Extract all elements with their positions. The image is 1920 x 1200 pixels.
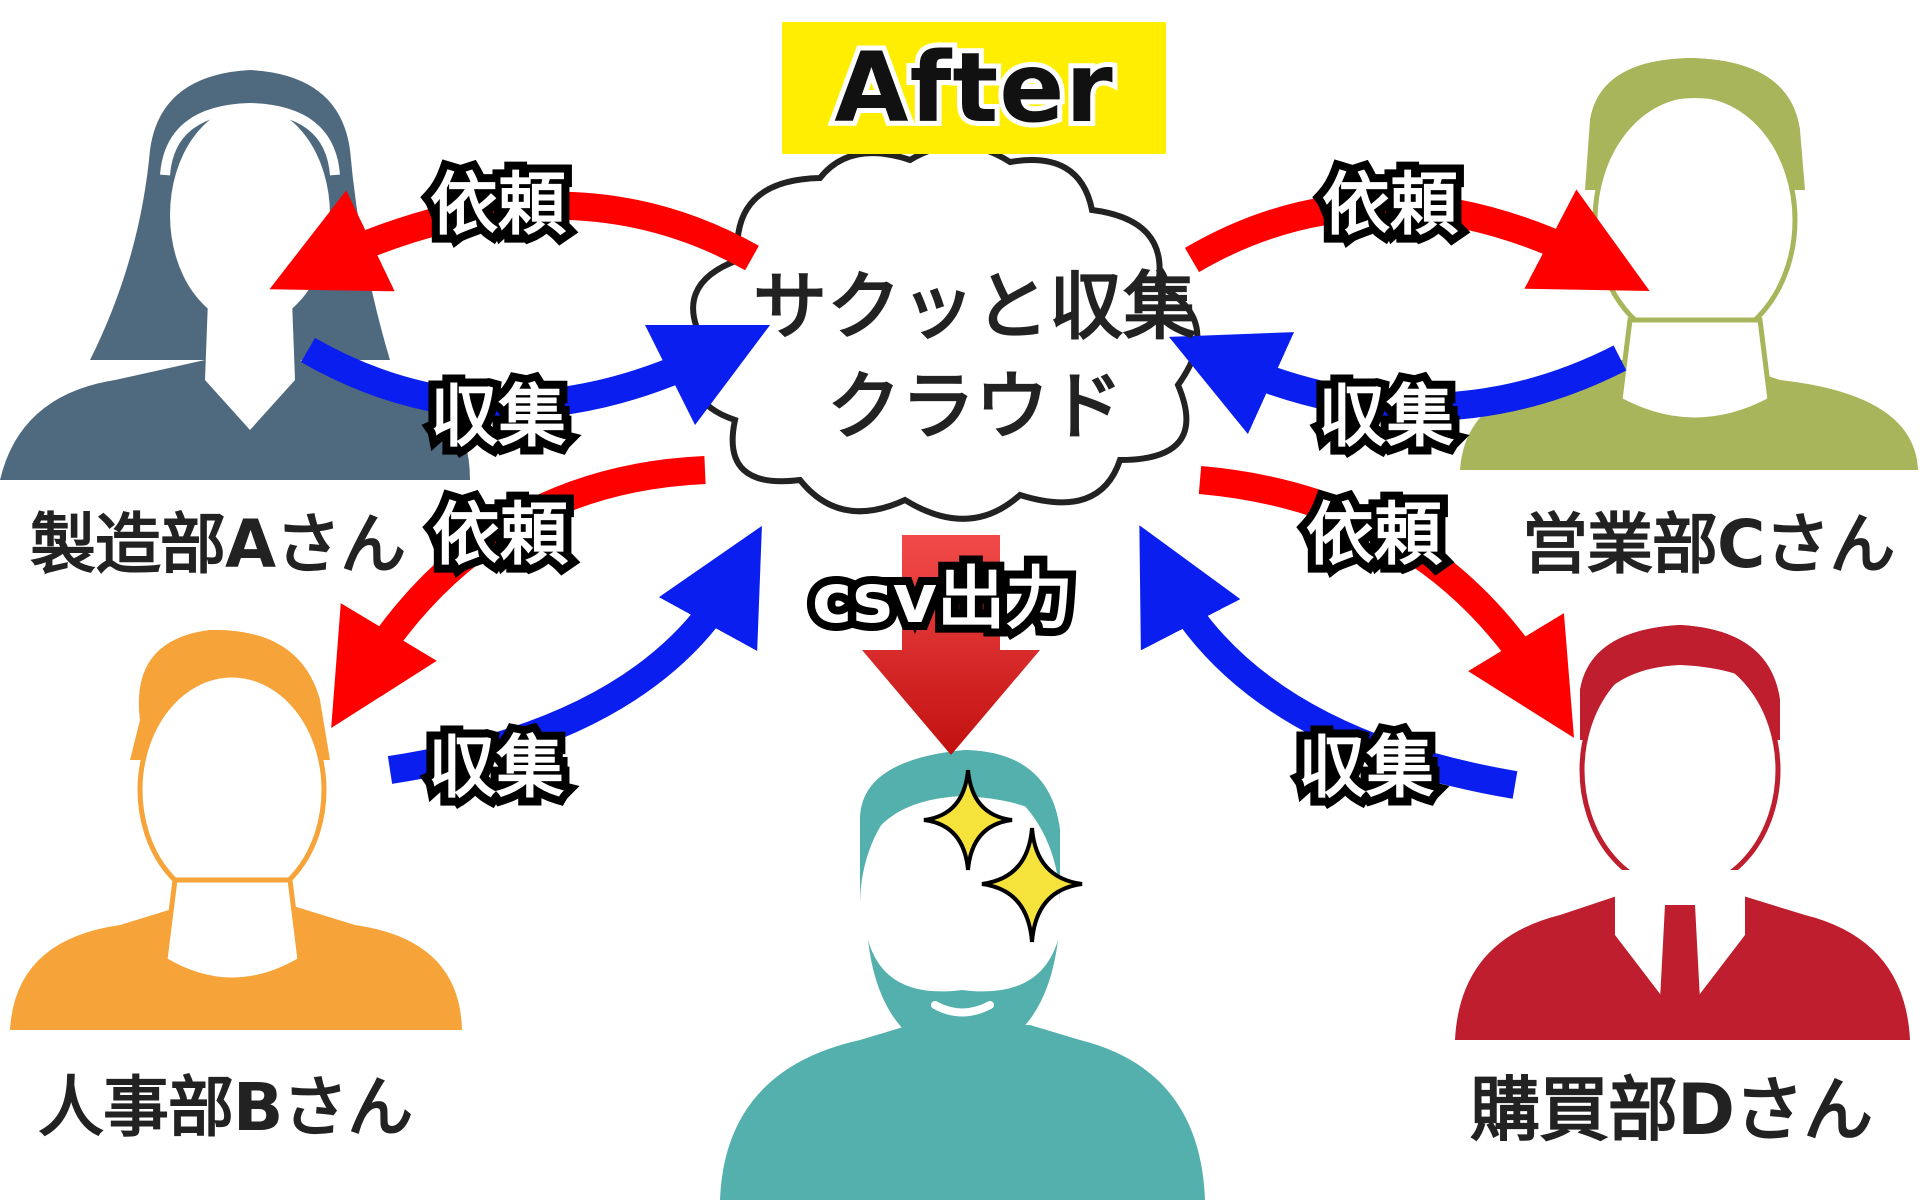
person-d-icon — [1455, 625, 1910, 1040]
person-c-icon — [1460, 58, 1918, 470]
person-c-name: 営業部Cさん — [1522, 506, 1895, 583]
arrow-request-d — [1198, 466, 1575, 738]
output-label: csv出力 — [804, 558, 1081, 642]
label-request-a: 依頼 — [422, 164, 574, 248]
label-request-d: 依頼 — [1298, 494, 1450, 578]
title-text: After — [829, 27, 1117, 149]
cloud-label-line1: サクッと収集 — [753, 264, 1197, 350]
center-person-icon — [720, 750, 1205, 1200]
person-a-icon — [0, 70, 470, 480]
label-collect-c: 収集 — [1310, 376, 1462, 460]
title-banner: After — [782, 22, 1166, 154]
arrow-request-a — [269, 190, 759, 292]
arrow-request-c — [1184, 189, 1650, 291]
arrow-output — [862, 535, 1040, 755]
person-b-name: 人事部Bさん — [38, 1069, 413, 1146]
cloud-label-line2: クラウド — [827, 364, 1123, 450]
label-collect-d: 収集 — [1290, 727, 1442, 811]
label-request-c: 依頼 — [1314, 164, 1466, 248]
arrow-collect-c — [1168, 332, 1627, 435]
cloud-shape — [690, 142, 1201, 522]
arrow-collect-a — [301, 324, 771, 426]
sparkle-icon — [923, 769, 1083, 943]
person-b-icon — [10, 629, 462, 1030]
label-collect-a: 収集 — [422, 376, 574, 460]
arrow-collect-d — [1139, 525, 1518, 799]
label-request-b: 依頼 — [424, 494, 576, 578]
arrow-request-b — [331, 456, 706, 729]
person-a-name: 製造部Aさん — [30, 506, 406, 583]
label-collect-b: 収集 — [420, 727, 572, 811]
person-d-name: 購買部Dさん — [1470, 1069, 1873, 1151]
arrow-collect-b — [387, 525, 762, 784]
